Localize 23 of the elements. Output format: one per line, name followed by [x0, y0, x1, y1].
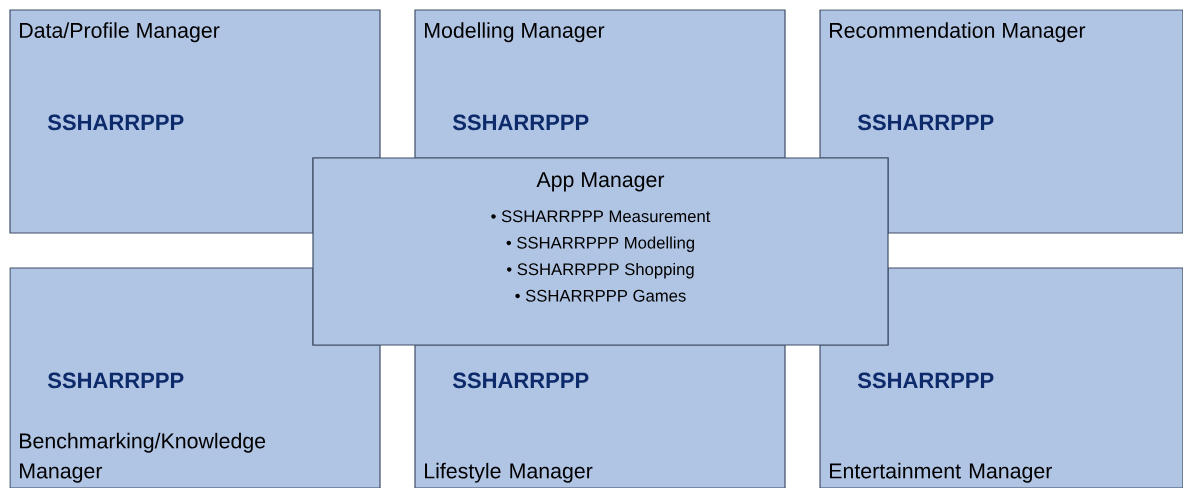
box-title: Benchmarking/Knowledge Manager	[20, 432, 266, 483]
box-title: Lifestyle Manager	[425, 462, 593, 483]
box-title: App Manager	[536, 172, 665, 192]
list-item: • SSHARRPPP Games	[515, 289, 686, 302]
manager-box	[414, 9, 786, 159]
acronym-label: SSHARRPPP	[857, 372, 994, 389]
acronym-label: SSHARRPPP	[47, 372, 184, 389]
box-title: Modelling Manager	[425, 22, 605, 43]
acronym-label: SSHARRPPP	[452, 372, 589, 389]
acronym-label: SSHARRPPP	[47, 114, 184, 131]
acronym-label: SSHARRPPP	[857, 114, 994, 131]
box-title: Data/Profile Manager	[20, 22, 220, 43]
manager-box	[9, 9, 381, 234]
acronym-label: SSHARRPPP	[452, 114, 589, 131]
list-item: • SSHARRPPP Shopping	[507, 262, 694, 279]
list-item: • SSHARRPPP Modelling	[506, 236, 694, 252]
box-title: Recommendation Manager	[830, 22, 1086, 43]
manager-box	[9, 267, 381, 488]
manager-box	[819, 267, 1183, 488]
manager-box	[819, 9, 1183, 234]
manager-box	[414, 344, 786, 488]
list-item: • SSHARRPPP Measurement	[491, 210, 711, 223]
box-title: Entertainment Manager	[830, 462, 1052, 483]
